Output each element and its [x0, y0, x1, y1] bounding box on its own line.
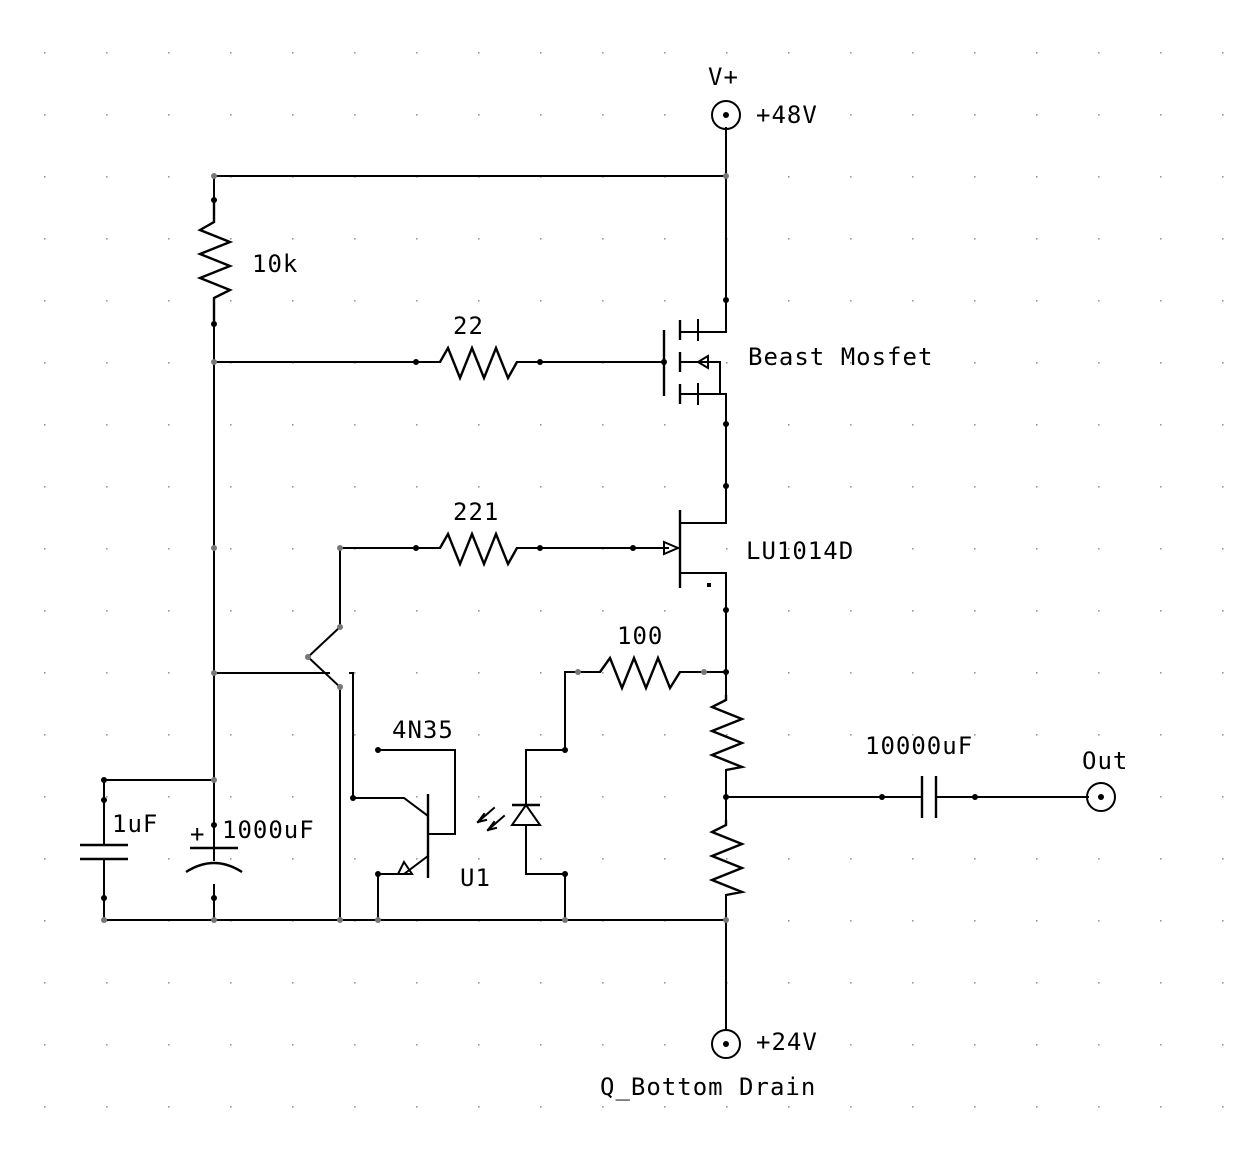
qbottom-label: Q_Bottom Drain [600, 1073, 816, 1101]
c1000-plus-label: + [190, 820, 205, 848]
c1000-label: 1000uF [222, 816, 315, 844]
capacitor-10000uf [920, 776, 938, 818]
resistor-100 [599, 654, 682, 692]
v48-label: +48V [756, 101, 818, 129]
c10000-label: 10000uF [865, 732, 973, 760]
resistor-10k [196, 200, 234, 324]
r10k-label: 10k [252, 250, 298, 278]
optocoupler-4n35 [377, 794, 430, 878]
resistor-upper [708, 695, 747, 772]
r22-label: 22 [453, 312, 484, 340]
mosfet-beast [662, 299, 727, 405]
out-terminal [1086, 782, 1116, 812]
mosfet-label: Beast Mosfet [748, 343, 933, 371]
vplus-label: V+ [708, 63, 739, 91]
v24-terminal [711, 1029, 741, 1059]
capacitor-1uf [80, 843, 128, 861]
vplus-terminal [711, 100, 741, 130]
r100-label: 100 [617, 622, 663, 650]
jfet-lu1014d [663, 510, 727, 588]
resistor-221 [438, 530, 519, 568]
r221-label: 221 [453, 498, 499, 526]
resistor-22 [438, 344, 519, 382]
resistor-lower [708, 820, 747, 897]
v24-label: +24V [756, 1028, 818, 1056]
led-opto [476, 803, 542, 832]
junction-dots [101, 173, 978, 923]
u1-label: U1 [460, 864, 491, 892]
opto-label: 4N35 [392, 716, 454, 744]
c1uf-label: 1uF [112, 810, 158, 838]
wires [103, 127, 1089, 1031]
out-label: Out [1082, 747, 1128, 775]
capacitor-1000uf [185, 846, 243, 874]
jfet-label: LU1014D [746, 537, 854, 565]
